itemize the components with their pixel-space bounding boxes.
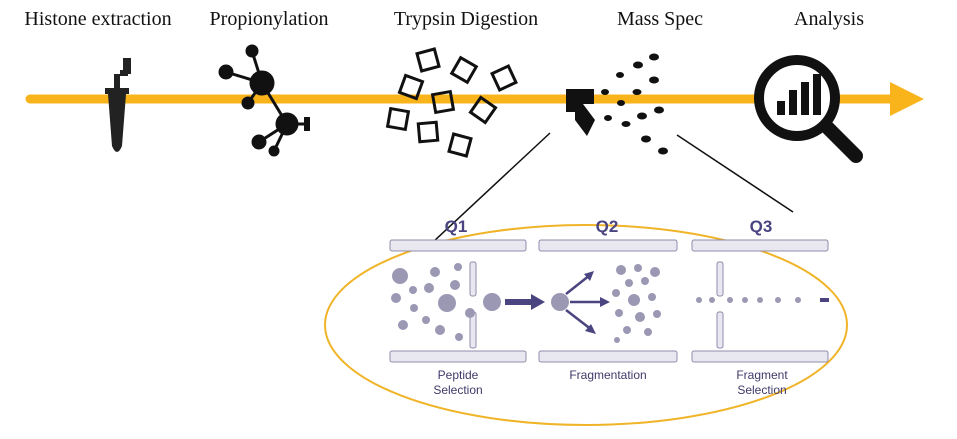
step-label-histone-extraction: Histone extraction [24, 8, 172, 30]
q1-ions [391, 263, 501, 341]
mass-spec-spray-icon [566, 53, 668, 155]
caption-q1-line1: Peptide [438, 368, 479, 382]
q1-arrow [505, 294, 545, 310]
step-label-propionylation: Propionylation [209, 8, 329, 30]
molecule-icon [218, 44, 310, 157]
digested-peptides-icon [385, 47, 518, 158]
q3-fragment-selection [696, 297, 829, 303]
step-label-analysis: Analysis [794, 8, 864, 30]
tube-icon [105, 58, 131, 152]
stage-title-q3: Q3 [750, 217, 773, 236]
step-label-mass-spec: Mass Spec [616, 8, 704, 30]
caption-q1-line2: Selection [433, 383, 482, 397]
zoom-line-right [676, 134, 794, 213]
step-label-trypsin-digestion: Trypsin Digestion [393, 8, 539, 30]
zoom-line-left [417, 132, 551, 257]
caption-q2-line1: Fragmentation [569, 368, 646, 382]
caption-q3-line2: Selection [737, 383, 786, 397]
q2-fragmentation [551, 264, 661, 343]
magnifier-chart-icon [754, 55, 863, 163]
quadrupole-rods [389, 239, 829, 363]
stage-title-q1: Q1 [445, 217, 468, 236]
stage-title-q2: Q2 [596, 217, 619, 236]
caption-q3-line1: Fragment [736, 368, 788, 382]
